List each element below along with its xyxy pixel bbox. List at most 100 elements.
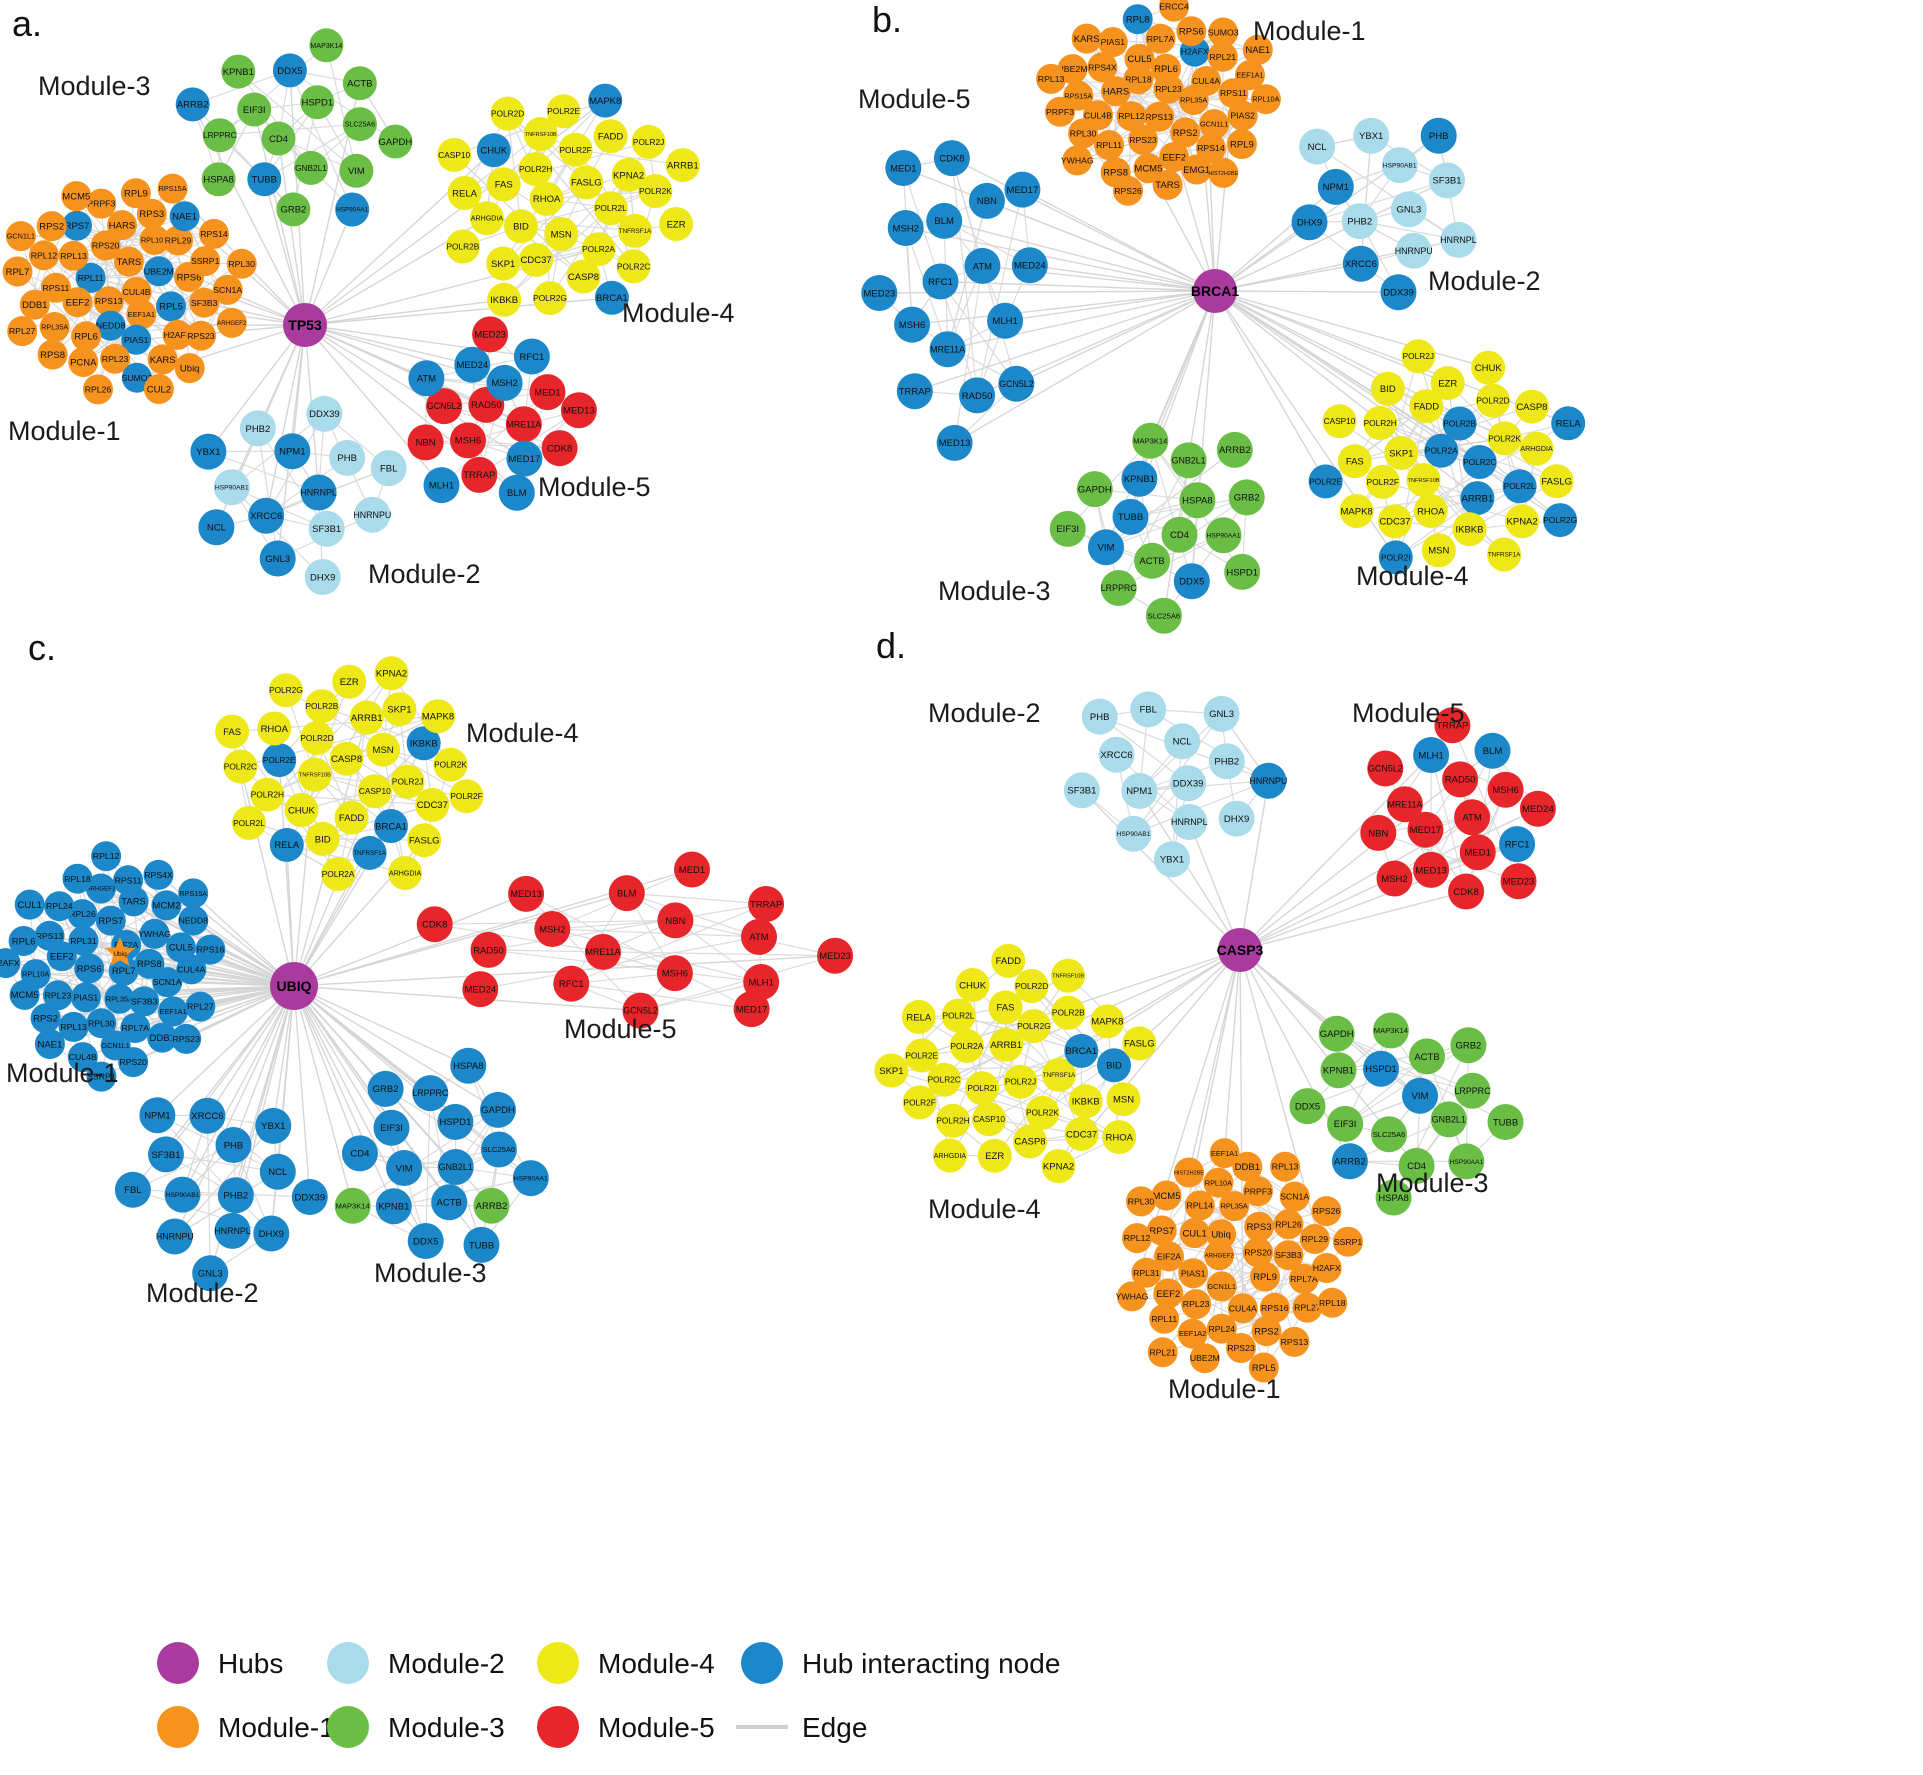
gene-node bbox=[253, 1215, 290, 1252]
gene-node bbox=[272, 53, 307, 88]
gene-node bbox=[309, 28, 344, 63]
gene-node bbox=[0, 948, 21, 979]
gene-node bbox=[593, 191, 628, 226]
edge bbox=[293, 985, 499, 1111]
gene-node bbox=[588, 83, 623, 118]
gene-node bbox=[1250, 84, 1281, 115]
nodes-layer: CUL4BRPS13TARSEEF1A1RPL11UBE2MNEDD8RPS20… bbox=[0, 0, 1586, 1383]
edge bbox=[571, 903, 767, 985]
gene-node bbox=[192, 1255, 229, 1292]
gene-node bbox=[357, 774, 392, 809]
gene-node bbox=[1413, 851, 1450, 888]
gene-node bbox=[1176, 16, 1207, 47]
edge bbox=[1188, 821, 1241, 951]
gene-node bbox=[1384, 436, 1419, 470]
gene-node bbox=[139, 1097, 176, 1134]
gene-node bbox=[1251, 1316, 1282, 1347]
gene-node bbox=[447, 176, 482, 210]
gene-node bbox=[1045, 96, 1075, 127]
edge bbox=[206, 1115, 211, 1274]
module-label: Module-1 bbox=[1253, 16, 1366, 46]
gene-node bbox=[1112, 498, 1149, 535]
module-label: Module-2 bbox=[928, 698, 1041, 728]
edge bbox=[552, 928, 760, 938]
gene-node bbox=[308, 510, 345, 547]
gene-node bbox=[8, 926, 39, 956]
module-label: Module-1 bbox=[6, 1058, 119, 1088]
gene-node bbox=[665, 148, 700, 183]
gene-node bbox=[1154, 1241, 1184, 1272]
gene-node bbox=[470, 931, 507, 968]
gene-node bbox=[656, 955, 693, 992]
gene-node bbox=[504, 209, 538, 244]
gene-node bbox=[259, 540, 296, 577]
gene-node bbox=[61, 181, 92, 212]
gene-node bbox=[75, 262, 106, 293]
gene-node bbox=[616, 249, 651, 284]
edge bbox=[1387, 388, 1481, 463]
gene-node bbox=[901, 999, 936, 1034]
gene-node bbox=[139, 225, 170, 255]
edge bbox=[1118, 460, 1190, 589]
gene-node bbox=[1076, 471, 1113, 508]
gene-node bbox=[247, 162, 282, 197]
gene-node bbox=[1519, 431, 1554, 466]
legend-swatch-module5 bbox=[537, 1706, 579, 1748]
gene-node bbox=[490, 96, 525, 131]
edge bbox=[1149, 290, 1216, 442]
gene-node bbox=[1122, 4, 1153, 35]
gene-node bbox=[887, 210, 924, 246]
gene-node bbox=[1320, 1052, 1357, 1089]
gene-node bbox=[68, 347, 99, 377]
gene-node bbox=[1543, 503, 1578, 538]
gene-node bbox=[185, 991, 216, 1022]
gene-node bbox=[1036, 63, 1067, 94]
gene-node bbox=[611, 157, 646, 192]
gene-node bbox=[1014, 969, 1049, 1003]
gene-node bbox=[147, 344, 178, 375]
gene-node bbox=[201, 162, 236, 197]
gene-node bbox=[58, 240, 89, 271]
edge bbox=[1118, 534, 1224, 589]
gene-node bbox=[1178, 1258, 1209, 1289]
gene-node bbox=[423, 467, 460, 504]
edge bbox=[1133, 780, 1269, 835]
gene-node bbox=[1097, 27, 1128, 58]
edge bbox=[951, 157, 1216, 292]
gene-node bbox=[1206, 1313, 1237, 1344]
gene-node bbox=[1128, 124, 1158, 155]
gene-node bbox=[36, 211, 67, 242]
gene-node bbox=[1232, 1151, 1263, 1182]
gene-node bbox=[1487, 537, 1522, 572]
gene-node bbox=[216, 307, 247, 338]
gene-node bbox=[486, 246, 521, 281]
gene-node bbox=[176, 954, 207, 985]
gene-node bbox=[1147, 1337, 1178, 1368]
gene-node bbox=[120, 1013, 151, 1043]
module-label: Module-5 bbox=[564, 1014, 677, 1044]
gene-node bbox=[904, 1038, 939, 1073]
gene-node bbox=[1205, 517, 1242, 554]
edge bbox=[352, 1109, 499, 1207]
gene-node bbox=[7, 316, 38, 347]
gene-node bbox=[1317, 168, 1354, 205]
gene-node bbox=[989, 1027, 1024, 1062]
edge bbox=[265, 324, 306, 516]
gene-node bbox=[977, 1138, 1012, 1173]
panel-letter-d: d. bbox=[876, 625, 906, 666]
edge bbox=[1214, 290, 1489, 369]
edge bbox=[903, 167, 1216, 292]
module-label: Module-4 bbox=[1356, 561, 1469, 591]
gene-node bbox=[1487, 771, 1524, 808]
edge bbox=[293, 985, 361, 1154]
gene-node bbox=[1025, 1095, 1060, 1130]
module-label: Module-2 bbox=[146, 1278, 259, 1308]
edge bbox=[231, 324, 306, 488]
gene-node bbox=[1406, 463, 1441, 497]
gene-node bbox=[366, 732, 401, 767]
gene-node bbox=[486, 364, 523, 401]
edge bbox=[293, 985, 393, 1129]
gene-node bbox=[1181, 1289, 1212, 1320]
gene-node bbox=[519, 242, 554, 277]
edge bbox=[263, 179, 306, 326]
